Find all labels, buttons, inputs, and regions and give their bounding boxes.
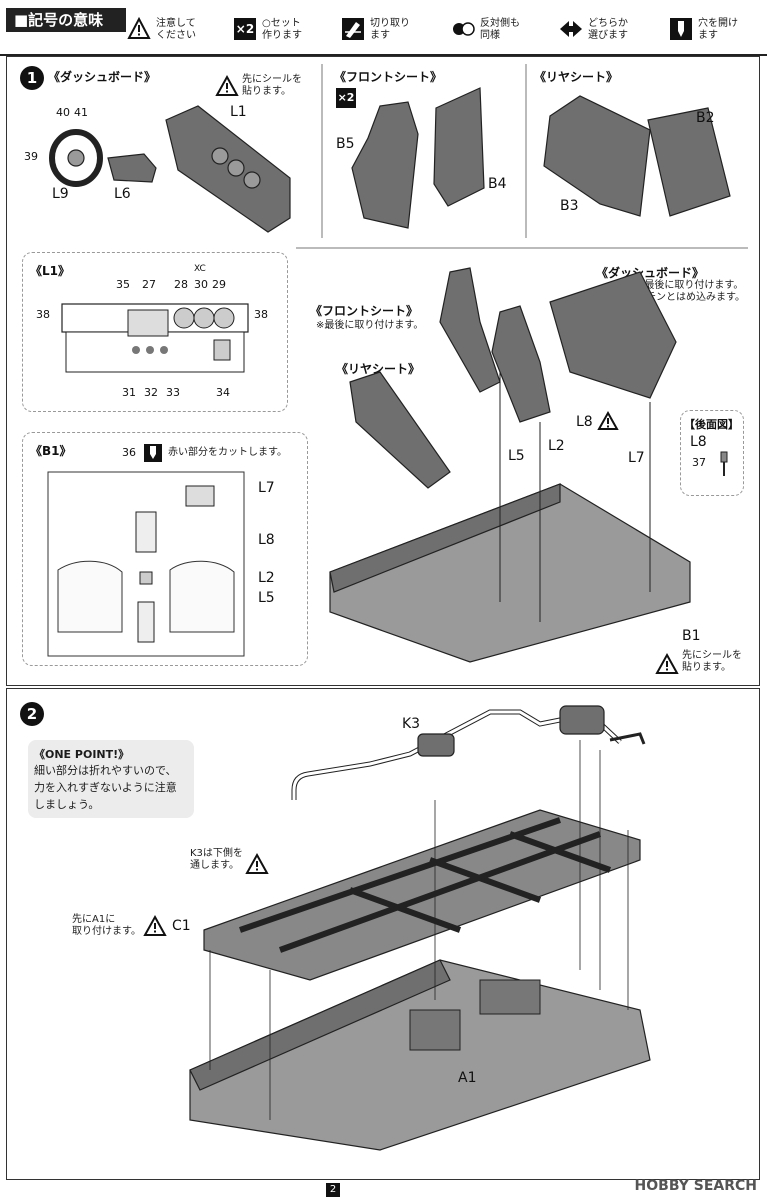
drill-icon (144, 444, 162, 462)
exhaust-part (291, 705, 646, 800)
part-k3: K3 (402, 716, 421, 732)
one-point-text: 細い部分は折れやすいので、 力を入れすぎないように注意 しましょう。 (34, 764, 177, 811)
wheel-part-39: 39 (24, 150, 38, 163)
steering-wheel-part (49, 129, 103, 187)
b1-sticker-note: 先にシールを 貼ります。 (682, 650, 742, 673)
b1-cut-note: 赤い部分をカットします。 (168, 447, 287, 458)
b1-num-36: 36 (122, 446, 136, 459)
ladder-frame-part (203, 809, 641, 981)
b1-body-assembly (329, 267, 691, 663)
k3-note: K3は下側を 通します。 (190, 848, 243, 871)
l1-num-33: 33 (166, 386, 180, 399)
assembly-label-b1: B1 (682, 628, 701, 644)
b1-label-l2: L2 (258, 570, 275, 586)
l1-detail-title: 《L1》 (30, 264, 70, 278)
warning-icon (597, 410, 619, 430)
warning-icon (215, 74, 239, 96)
x2-badge: ×2 (336, 88, 356, 108)
part-l6: L6 (114, 186, 131, 202)
l1-front-view (61, 303, 249, 373)
assembly-guide-lines (209, 740, 629, 1120)
front-seat-title: 《フロントシート》 (334, 70, 443, 84)
step2-number: 2 (20, 702, 44, 726)
l1-num-38-right: 38 (254, 308, 268, 321)
assembly-dashboard-note: ※最後に取り付けます。 パチンとはめ込みます。 (636, 280, 745, 303)
a1-body-part (189, 959, 651, 1151)
warning-icon (143, 914, 167, 936)
l1-tag-xc: XC (194, 264, 206, 274)
b1-label-l5: L5 (258, 590, 275, 606)
l1-num-35: 35 (116, 278, 130, 291)
assembly-front-note: ※最後に取り付けます。 (316, 320, 424, 331)
section-dividers (296, 64, 748, 249)
part-c1: C1 (172, 918, 191, 934)
back-view-title: 【後面図】 (684, 418, 739, 431)
legend-title: ■記号の意味 (6, 8, 126, 32)
l1-num-34: 34 (216, 386, 230, 399)
wheel-part-41: 41 (74, 106, 88, 119)
one-point-title: 《ONE POINT!》 (34, 748, 130, 761)
step1-number: 1 (20, 66, 44, 90)
l1-num-38-left: 38 (36, 308, 50, 321)
warning-icon (127, 16, 151, 39)
back-view-num: 37 (692, 456, 706, 469)
b1-top-view (47, 471, 245, 657)
l1-num-30: 30 (194, 278, 208, 291)
symbol-legend: ■記号の意味 注意して ください ×2 ○セット 作ります 切り取り ます 反対… (0, 0, 767, 56)
drill-icon (670, 18, 692, 40)
dashboard-title: 《ダッシュボード》 (48, 70, 157, 84)
rear-seat-part (543, 95, 731, 217)
front-seat-part (351, 87, 485, 229)
part-b5: B5 (336, 136, 355, 152)
assembly-label-l2: L2 (548, 438, 565, 454)
c1-note: 先にA1に 取り付けます。 (72, 914, 141, 937)
l1-detail-box (22, 252, 288, 412)
b1-label-l8: L8 (258, 532, 275, 548)
b1-detail-title: 《B1》 (30, 444, 72, 458)
l1-num-27: 27 (142, 278, 156, 291)
l1-num-29: 29 (212, 278, 226, 291)
l1-num-31: 31 (122, 386, 136, 399)
choose-icon (560, 21, 582, 37)
wheel-part-40: 40 (56, 106, 70, 119)
assembly-label-l7: L7 (628, 450, 645, 466)
one-point-box: 《ONE POINT!》 細い部分は折れやすいので、 力を入れすぎないように注意… (28, 740, 194, 818)
assembly-rear-title: 《リヤシート》 (336, 362, 421, 376)
l8-lever-part (720, 451, 728, 476)
step1-frame (6, 56, 760, 686)
assembly-label-l5: L5 (508, 448, 525, 464)
column-stalk-part (107, 153, 157, 183)
part-l9: L9 (52, 186, 69, 202)
assembly-front-title: 《フロントシート》 (310, 304, 419, 318)
dashboard-sticker-note: 先にシールを 貼ります。 (242, 74, 302, 97)
b1-detail-box (22, 432, 308, 666)
l1-num-32: 32 (144, 386, 158, 399)
part-b4: B4 (488, 176, 507, 192)
part-a1: A1 (458, 1070, 477, 1086)
l1-num-28: 28 (174, 278, 188, 291)
part-b3: B3 (560, 198, 579, 214)
warning-icon (655, 652, 679, 674)
page-number: 2 (326, 1183, 340, 1197)
warning-icon (245, 852, 269, 874)
part-l1: L1 (230, 104, 247, 120)
x2-icon: ×2 (234, 18, 256, 40)
assembly-dashboard-title: 《ダッシュボード》 (596, 266, 705, 280)
back-view-box (680, 410, 744, 496)
dashboard-part (165, 105, 291, 233)
b1-label-l7: L7 (258, 480, 275, 496)
step2-frame (6, 688, 760, 1180)
cut-icon (342, 18, 364, 40)
mirror-icon (453, 22, 475, 36)
rear-seat-title: 《リヤシート》 (534, 70, 619, 84)
part-b2: B2 (696, 110, 715, 126)
assembly-label-l8: L8 (576, 414, 593, 430)
back-view-part: L8 (690, 434, 707, 450)
hobby-search-watermark: HOBBY SEARCH (634, 1178, 757, 1194)
